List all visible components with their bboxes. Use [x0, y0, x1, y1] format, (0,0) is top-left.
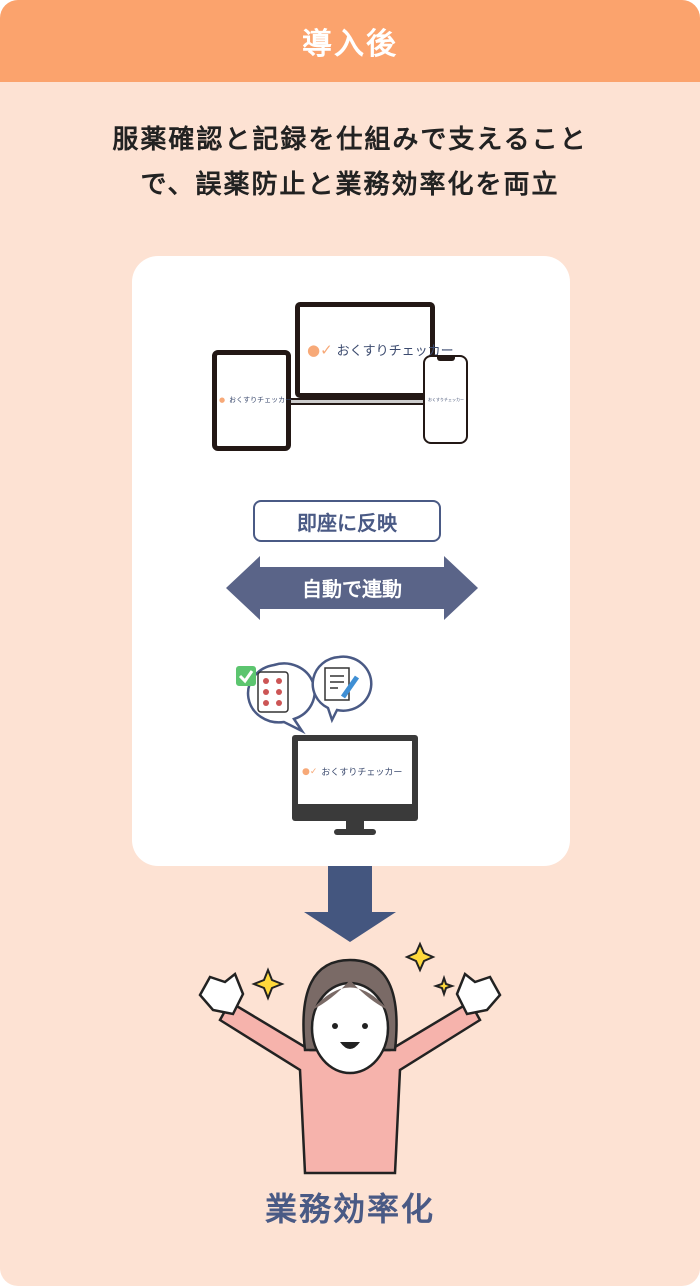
lead-line-1: 服薬確認と記録を仕組みで支えること — [112, 125, 588, 155]
sparkle-icon — [251, 941, 456, 1001]
laptop-illustration: ●✓おくすりチェッカー — [285, 302, 455, 412]
lead-text: 服薬確認と記録を仕組みで支えること で、誤薬防止と業務効率化を両立 — [0, 118, 700, 208]
happy-woman-illustration — [198, 941, 502, 1175]
app-logo: ●✓おくすりチェッカー — [307, 340, 454, 360]
lead-line-2: で、誤薬防止と業務効率化を両立 — [140, 170, 560, 200]
down-arrow-icon — [304, 866, 396, 942]
auto-sync-label: 自動で連動 — [302, 576, 402, 601]
pill-sheet-icon — [257, 671, 289, 713]
person-check-icon: ● — [219, 396, 226, 404]
instant-reflect-label: 即座に反映 — [253, 500, 441, 542]
person-check-icon: ●✓ — [307, 340, 333, 359]
bidirectional-arrow-icon — [226, 556, 478, 620]
result-label: 業務効率化 — [264, 1190, 435, 1228]
speech-bubbles — [236, 655, 373, 735]
person-check-icon: ●✓ — [302, 766, 318, 777]
header: 導入後 — [0, 0, 700, 82]
header-title: 導入後 — [302, 27, 398, 62]
tablet-illustration: ●おくすりチェッカー — [212, 350, 292, 451]
smartphone-illustration: おくすりチェッカー — [423, 355, 468, 444]
desktop-monitor-illustration: ●✓おくすりチェッカー — [292, 735, 418, 821]
pen-icon — [340, 675, 360, 699]
check-icon — [236, 666, 256, 686]
